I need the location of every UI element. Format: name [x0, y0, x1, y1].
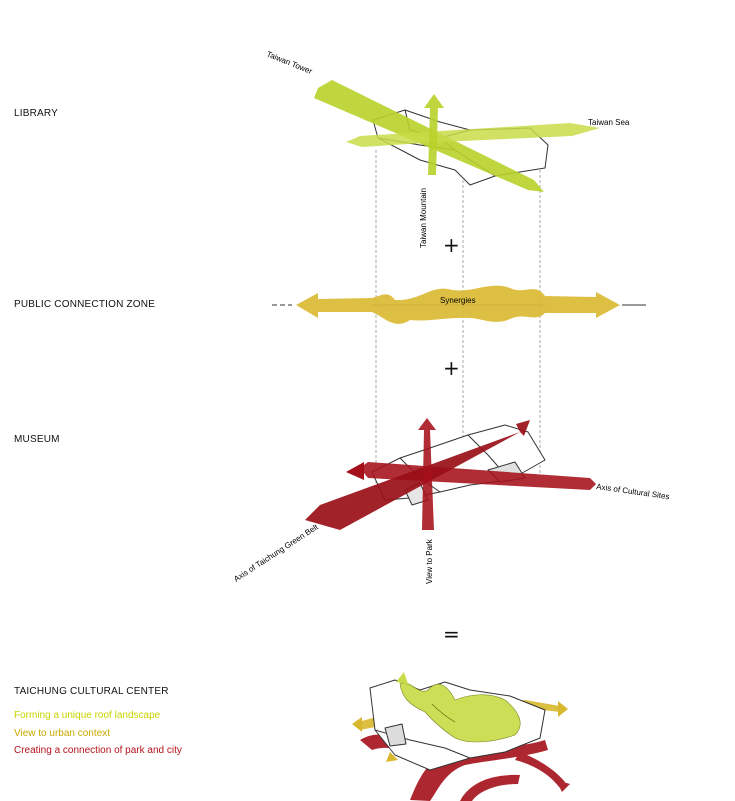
library-diagram: Taiwan Tower Taiwan Sea Taiwan Mountain — [265, 50, 630, 248]
note-roof-landscape: Forming a unique roof landscape — [14, 710, 161, 721]
taiwan-tower-text: Taiwan Tower — [265, 50, 313, 77]
plus-sign-1: + — [443, 233, 460, 257]
plus-sign-2: + — [443, 356, 460, 380]
taiwan-sea-text: Taiwan Sea — [588, 118, 630, 127]
mountain-axis-arrow — [424, 94, 444, 175]
note-urban-context: View to urban context — [14, 728, 110, 739]
roof-landscape — [399, 682, 521, 743]
note-park-city: Creating a connection of park and city — [14, 745, 182, 756]
cultural-sites-text: Axis of Cultural Sites — [596, 482, 670, 501]
taiwan-mountain-text: Taiwan Mountain — [419, 188, 428, 248]
sea-axis-arrow — [346, 123, 600, 147]
library-label: LIBRARY — [14, 108, 59, 119]
cultural-center-label: TAICHUNG CULTURAL CENTER — [14, 686, 169, 697]
museum-diagram: Axis of Cultural Sites Axis of Taichung … — [232, 418, 670, 584]
green-belt-text: Axis of Taichung Green Belt — [232, 522, 320, 584]
public-connection-zone-label: PUBLIC CONNECTION ZONE — [14, 299, 156, 310]
synergies-text: Synergies — [440, 296, 476, 305]
green-belt-axis-arrow — [305, 420, 530, 530]
equals-sign: = — [443, 622, 460, 646]
guide-lines — [375, 150, 541, 495]
view-to-park-text: View to Park — [425, 538, 434, 584]
park-axis-arrow — [418, 418, 436, 530]
center-diagram — [352, 672, 570, 801]
public-zone-diagram: Synergies — [272, 285, 646, 324]
museum-label: MUSEUM — [14, 434, 60, 445]
